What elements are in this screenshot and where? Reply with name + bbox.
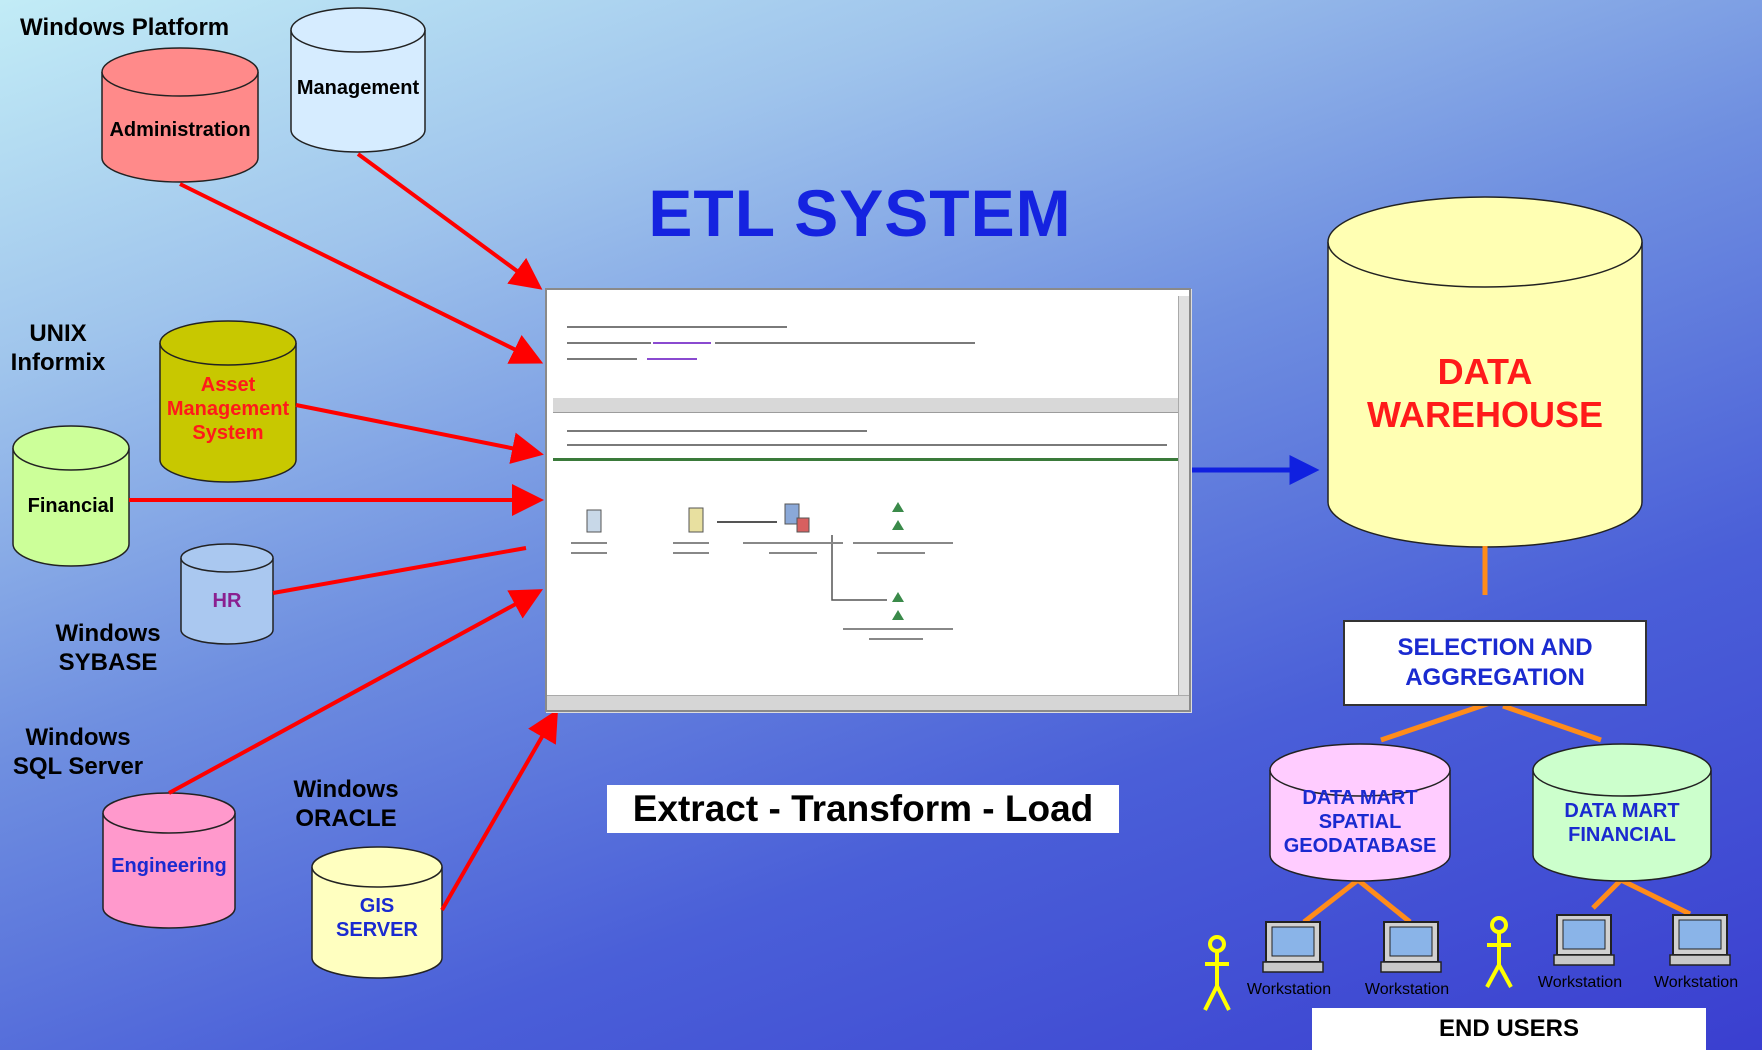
workstation-label: Workstation: [1364, 981, 1450, 998]
gis-server-label: GIS SERVER: [336, 895, 418, 941]
arrow-asset: [295, 403, 544, 464]
administration-db: [101, 47, 259, 183]
arrow-hr-line: [272, 546, 527, 595]
data-mart-financial-db: [1532, 743, 1712, 882]
vertical-scrollbar[interactable]: [1178, 296, 1189, 696]
financial-label: Financial: [27, 495, 115, 517]
flow-graph: [571, 502, 953, 640]
workstation-label: Workstation: [1653, 974, 1739, 991]
workstation-icon: [1262, 921, 1324, 973]
end-users-label: END USERS: [1312, 1008, 1706, 1050]
user-figure-icon: [1485, 916, 1513, 988]
horizontal-scrollbar[interactable]: [553, 398, 1179, 413]
platform-sybase-label: Windows SYBASE: [55, 620, 161, 676]
arrow-engineering: [168, 589, 544, 795]
etl-caption: Extract - Transform - Load: [607, 785, 1119, 833]
management-db: [290, 7, 426, 153]
data-warehouse-label: DATA WAREHOUSE: [1366, 351, 1604, 436]
platform-sql-server-label: Windows SQL Server: [12, 724, 144, 780]
bottom-scrollbar[interactable]: [547, 695, 1189, 710]
engineering-db: [102, 792, 236, 929]
platform-unix-label: UNIX Informix: [10, 320, 106, 376]
message-pane: [553, 420, 1179, 461]
data-mart-financial-label: DATA MART FINANCIAL: [1564, 800, 1680, 846]
data-mart-spatial-db: [1269, 743, 1451, 882]
data-warehouse-db: [1327, 196, 1643, 548]
hr-db: [180, 543, 274, 645]
red-arrows: [129, 152, 558, 911]
data-mart-spatial-label: DATA MART SPATIAL GEODATABASE: [1283, 787, 1437, 857]
page-title: ETL SYSTEM: [648, 176, 1072, 250]
arrow-administration: [179, 182, 544, 364]
workstation-icon: [1669, 914, 1731, 966]
workstation-label: Workstation: [1246, 981, 1332, 998]
asset-management-db: [159, 320, 297, 483]
etl-tool-screenshot: [545, 288, 1191, 712]
workstation-icon: [1553, 914, 1615, 966]
arrow-gis: [440, 709, 558, 911]
platform-windows-label: Windows Platform: [20, 14, 230, 41]
selection-aggregation-box: SELECTION AND AGGREGATION: [1343, 620, 1647, 706]
user-figure-icon: [1203, 935, 1231, 1011]
platform-oracle-label: Windows ORACLE: [293, 776, 399, 832]
financial-db: [12, 425, 130, 567]
management-label: Management: [296, 77, 420, 99]
orange-connectors: [1302, 546, 1692, 924]
arrow-management: [356, 152, 543, 290]
administration-label: Administration: [109, 119, 251, 141]
hr-label: HR: [212, 590, 242, 612]
workstation-icon: [1380, 921, 1442, 973]
workstation-label: Workstation: [1537, 974, 1623, 991]
asset-management-label: Asset Management System: [166, 374, 290, 444]
gis-server-db: [311, 846, 443, 979]
engineering-label: Engineering: [111, 855, 227, 877]
